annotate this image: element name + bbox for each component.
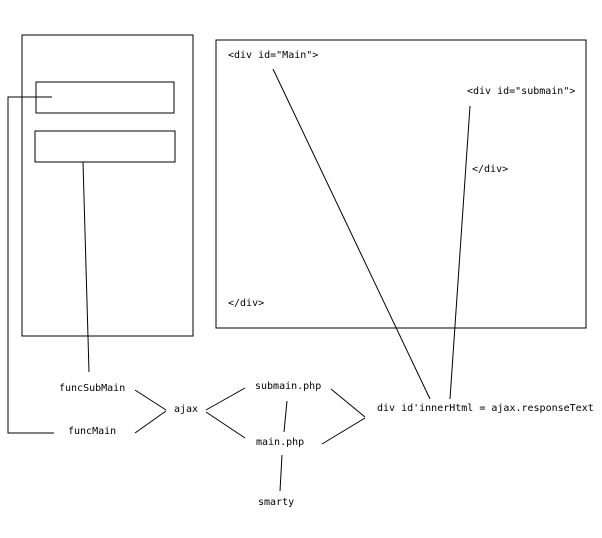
func-main-label: funcMain <box>68 426 117 437</box>
right-panel <box>215 39 587 329</box>
div-submain-close-label: </div> <box>472 164 509 175</box>
div-main-close-label: </div> <box>228 298 265 309</box>
inner-html-label: div id'innerHtml = ajax.responseText <box>377 403 594 414</box>
innerhtml-to-submain-div-line <box>449 105 471 400</box>
submain-php-label: submain.php <box>255 381 322 392</box>
left-panel-top-box <box>35 81 175 114</box>
func-sub-main-label: funcSubMain <box>59 383 126 394</box>
main-to-ajax-line <box>134 410 167 434</box>
main-to-innerhtml-line <box>321 417 366 445</box>
div-main-open-label: <div id="Main"> <box>228 50 319 61</box>
ajax-to-main-line <box>205 411 246 439</box>
ajax-label: ajax <box>174 404 199 415</box>
sub-to-ajax-line <box>134 389 167 411</box>
func-main-connector <box>7 96 54 434</box>
main-php-label: main.php <box>256 437 305 448</box>
func-sub-main-connector <box>82 161 90 373</box>
smarty-label: smarty <box>258 497 295 508</box>
innerhtml-to-main-div-line <box>272 68 431 400</box>
main-to-smarty-line <box>279 454 283 492</box>
left-panel-bottom-box <box>34 130 176 163</box>
div-submain-open-label: <div id="submain"> <box>467 86 576 97</box>
submain-to-main-line <box>283 400 288 433</box>
ajax-to-submain-line <box>205 387 246 411</box>
left-panel <box>21 34 194 337</box>
submain-to-innerhtml-line <box>330 388 366 418</box>
